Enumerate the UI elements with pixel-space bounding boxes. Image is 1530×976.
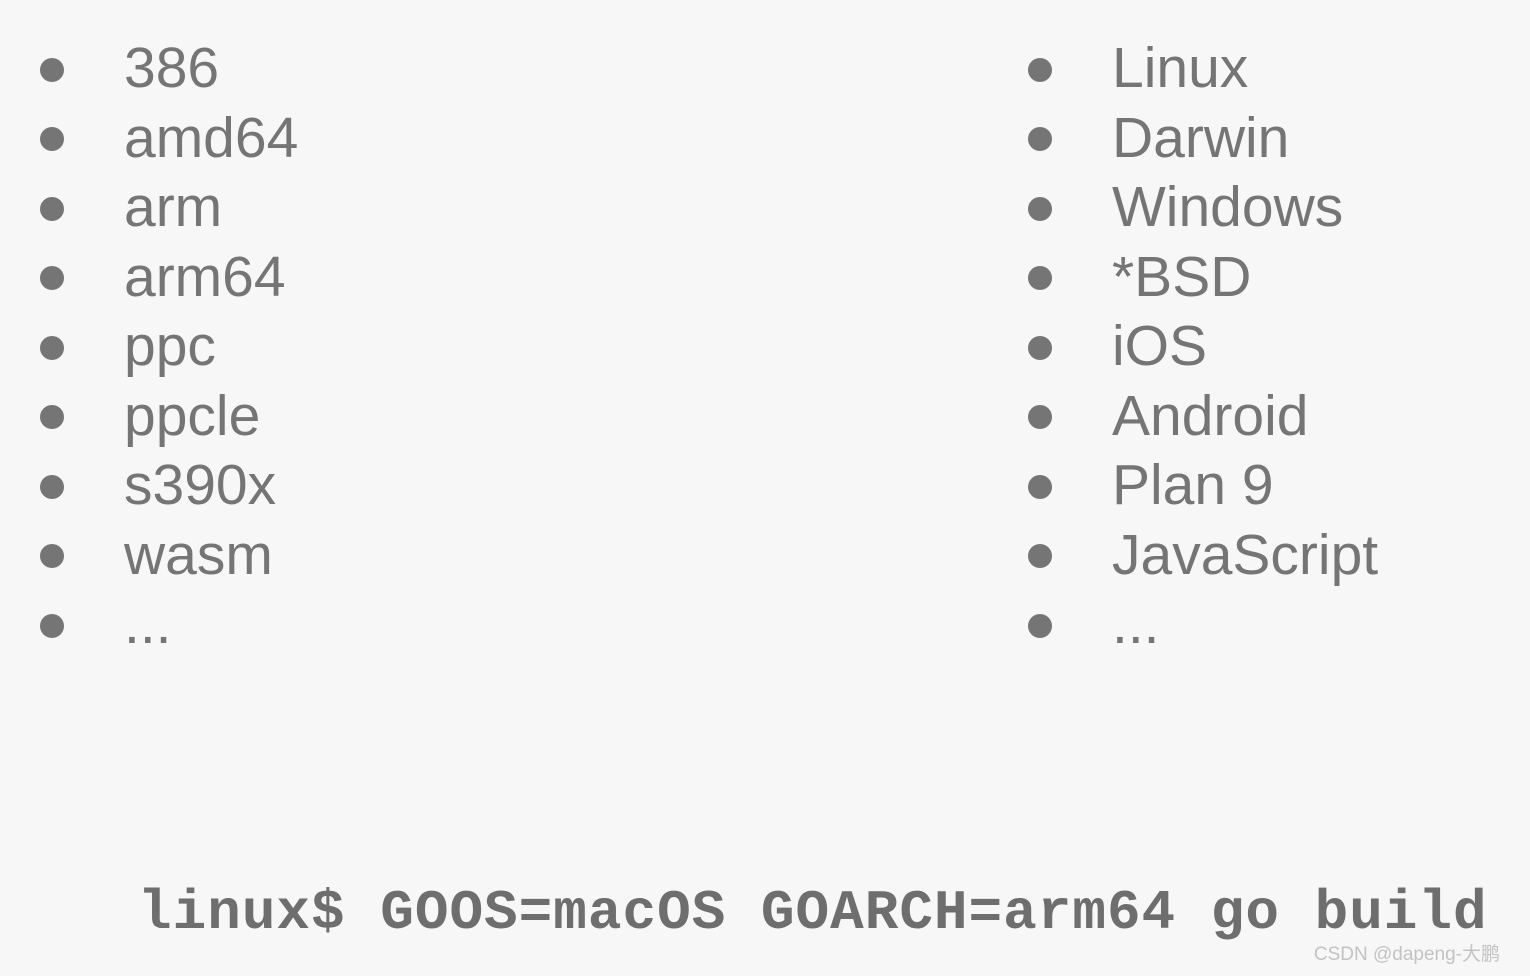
watermark: CSDN @dapeng-大鹏: [1313, 944, 1500, 965]
list-item-label: Android: [1112, 383, 1309, 448]
bullet-icon: [1028, 405, 1052, 430]
code-line: linux$ GOOS=macOS GOARCH=arm64 go build: [138, 881, 1488, 945]
bullet-icon: [1028, 613, 1052, 638]
list-item-label: *BSD: [1112, 244, 1252, 309]
list-item-label: Darwin: [1112, 105, 1290, 170]
list-item: iOS: [1028, 312, 1378, 382]
list-item: s390x: [40, 451, 298, 521]
list-item-label: arm64: [124, 244, 286, 309]
list-item: arm64: [40, 243, 298, 313]
list-item: *BSD: [1028, 243, 1378, 313]
list-item: ...: [1028, 590, 1378, 660]
list-item-label: 386: [124, 36, 220, 100]
list-item: Linux: [1028, 34, 1378, 104]
list-item-label: iOS: [1112, 314, 1208, 378]
list-item-label: ...: [1112, 592, 1160, 656]
list-item-label: ppcle: [124, 383, 261, 448]
bullet-icon: [40, 266, 64, 291]
list-item-label: ppc: [124, 314, 216, 378]
bullet-icon: [40, 196, 64, 221]
bullet-icon: [1028, 266, 1052, 291]
list-item: Windows: [1028, 173, 1378, 243]
arch-list: 386 amd64 arm arm64 ppc ppcle s390x was: [40, 34, 298, 660]
list-item-label: Windows: [1112, 175, 1344, 239]
bullet-icon: [40, 57, 64, 82]
code-block: linux$ GOOS=macOS GOARCH=arm64 go build …: [138, 741, 1488, 976]
bullet-icon: [40, 613, 64, 638]
list-item: ppc: [40, 312, 298, 382]
bullet-icon: [40, 405, 64, 430]
bullet-icon: [1028, 474, 1052, 499]
os-list: Linux Darwin Windows *BSD iOS Android Pl…: [1028, 34, 1378, 660]
list-item-label: s390x: [124, 453, 277, 517]
list-item-label: Linux: [1112, 36, 1249, 100]
list-item: arm: [40, 173, 298, 243]
list-item-label: JavaScript: [1112, 522, 1379, 587]
bullet-icon: [40, 474, 64, 499]
bullet-icon: [40, 544, 64, 569]
list-item: Android: [1028, 382, 1378, 452]
bullet-icon: [40, 127, 64, 152]
list-item-label: arm: [124, 175, 223, 239]
bullet-icon: [1028, 335, 1052, 360]
bullet-icon: [1028, 544, 1052, 569]
list-item-label: wasm: [124, 522, 273, 587]
list-item-label: ...: [124, 592, 172, 656]
bullet-icon: [40, 335, 64, 360]
list-item-label: Plan 9: [1112, 453, 1274, 517]
bullet-icon: [1028, 196, 1052, 221]
list-item: 386: [40, 34, 298, 104]
bullet-icon: [1028, 57, 1052, 82]
list-item: Darwin: [1028, 104, 1378, 174]
list-item: ...: [40, 590, 298, 660]
list-item-label: amd64: [124, 105, 299, 170]
list-item: ppcle: [40, 382, 298, 452]
list-item: JavaScript: [1028, 521, 1378, 591]
list-item: amd64: [40, 104, 298, 174]
list-item: wasm: [40, 521, 298, 591]
list-item: Plan 9: [1028, 451, 1378, 521]
bullet-icon: [1028, 127, 1052, 152]
